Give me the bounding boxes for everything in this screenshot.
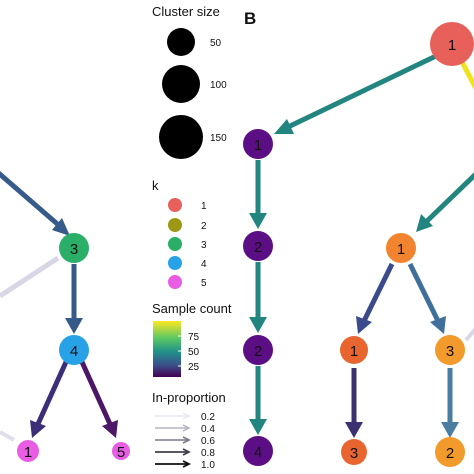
sample-count-tick-75: 75 <box>188 332 200 343</box>
svg-text:4: 4 <box>70 343 78 360</box>
legend-k-swatch-1 <box>168 198 182 212</box>
edge-L4-to-L1 <box>30 360 69 438</box>
svg-text:3: 3 <box>350 445 358 462</box>
legend-sample-count: Sample count 75 50 25 <box>152 301 232 377</box>
legend-size-swatch-150 <box>159 115 203 159</box>
edge-M1-to-A1 <box>356 262 395 334</box>
legend-size-label-150: 150 <box>210 133 227 144</box>
edge-L4-to-L5 <box>79 360 118 438</box>
legend-k-label-5: 5 <box>201 278 207 289</box>
in-proportion-arrow-1.0 <box>155 460 192 468</box>
svg-text:1: 1 <box>397 241 405 258</box>
node-A1: 1 <box>340 336 368 364</box>
edge-top-to-offscreen-yellow <box>459 60 474 91</box>
sample-count-tick-25: 25 <box>188 362 200 373</box>
sample-count-colorbar <box>153 321 181 377</box>
node-L5: 5 <box>112 442 130 461</box>
edge-A3-offscreen-faint <box>464 327 474 342</box>
legend-sample-count-title: Sample count <box>152 301 232 316</box>
in-proportion-arrow-0.6 <box>155 436 191 444</box>
node-C4: 4 <box>243 436 273 466</box>
legend-cluster-size: Cluster size 50 100 150 <box>152 4 227 159</box>
svg-text:1: 1 <box>254 137 262 154</box>
legend-k-swatch-2 <box>168 218 182 232</box>
node-C3: 2 <box>243 335 273 365</box>
node-L4: 4 <box>59 335 89 365</box>
svg-text:2: 2 <box>446 445 454 462</box>
in-proportion-tick-0.2: 0.2 <box>201 412 215 423</box>
legend-size-swatch-100 <box>162 65 200 103</box>
legend-k-title: k <box>152 178 159 193</box>
right-tree-edges <box>249 53 474 438</box>
edge-offscreen-to-L3 <box>0 171 70 236</box>
edge-C3-to-C4 <box>249 366 267 435</box>
panel-label-b: B <box>244 9 256 28</box>
left-tree-nodes: 3 4 1 5 <box>17 233 130 462</box>
legend-size-swatch-50 <box>167 28 195 56</box>
legend-size-label-100: 100 <box>210 80 227 91</box>
svg-text:2: 2 <box>254 343 262 360</box>
edge-L3-to-L4 <box>65 264 83 334</box>
svg-text:4: 4 <box>254 444 262 461</box>
edge-A3-to-B2 <box>441 368 459 438</box>
legend-k-swatch-3 <box>168 237 182 251</box>
legend-k-label-4: 4 <box>201 259 207 270</box>
legend-k-label-2: 2 <box>201 221 207 232</box>
node-A3: 3 <box>435 335 465 365</box>
edge-offscreen-to-L1-faint <box>0 430 15 442</box>
svg-text:1: 1 <box>24 444 32 461</box>
legend-in-proportion: In-proportion 0.2 0.4 <box>152 390 226 471</box>
legend-k-label-3: 3 <box>201 240 207 251</box>
edge-C1-to-C2 <box>249 160 267 229</box>
left-tree-edges <box>0 171 118 442</box>
legend: Cluster size 50 100 150 k 1 2 3 4 5 Samp… <box>152 4 232 471</box>
node-B3: 3 <box>341 439 367 465</box>
node-L3: 3 <box>59 233 89 263</box>
in-proportion-arrow-0.8 <box>155 448 191 456</box>
node-M1: 1 <box>386 233 416 263</box>
edge-top-to-C1 <box>274 53 438 134</box>
node-L1: 1 <box>17 440 39 462</box>
legend-k-swatch-4 <box>168 256 182 270</box>
node-B2: 2 <box>435 437 465 467</box>
svg-text:3: 3 <box>70 241 78 258</box>
edge-L3-to-offscreen-faint <box>0 255 60 299</box>
edge-M1-to-A3 <box>407 262 446 334</box>
svg-text:1: 1 <box>350 343 358 360</box>
right-tree-nodes: 1 1 2 2 4 1 1 3 <box>243 22 474 467</box>
in-proportion-tick-0.6: 0.6 <box>201 436 215 447</box>
legend-k-label-1: 1 <box>201 201 207 212</box>
svg-text:1: 1 <box>448 37 456 54</box>
legend-in-proportion-title: In-proportion <box>152 390 226 405</box>
in-proportion-arrow-0.2 <box>155 412 191 420</box>
edge-A1-to-B3 <box>345 368 363 438</box>
in-proportion-tick-0.8: 0.8 <box>201 448 215 459</box>
node-C2: 2 <box>243 231 273 261</box>
legend-k-swatch-5 <box>168 275 182 289</box>
legend-k: k 1 2 3 4 5 <box>152 178 207 289</box>
node-top: 1 <box>430 22 474 66</box>
in-proportion-arrow-0.4 <box>155 424 191 432</box>
sample-count-tick-50: 50 <box>188 347 200 358</box>
in-proportion-tick-1.0: 1.0 <box>201 460 215 471</box>
svg-text:2: 2 <box>254 239 262 256</box>
node-C1: 1 <box>243 129 273 159</box>
legend-cluster-size-title: Cluster size <box>152 4 220 19</box>
svg-text:3: 3 <box>446 343 454 360</box>
legend-size-label-50: 50 <box>210 38 222 49</box>
in-proportion-tick-0.4: 0.4 <box>201 424 215 435</box>
edge-offscreen-to-M1 <box>416 172 474 232</box>
svg-text:5: 5 <box>117 444 125 461</box>
edge-C2-to-C3 <box>249 262 267 333</box>
